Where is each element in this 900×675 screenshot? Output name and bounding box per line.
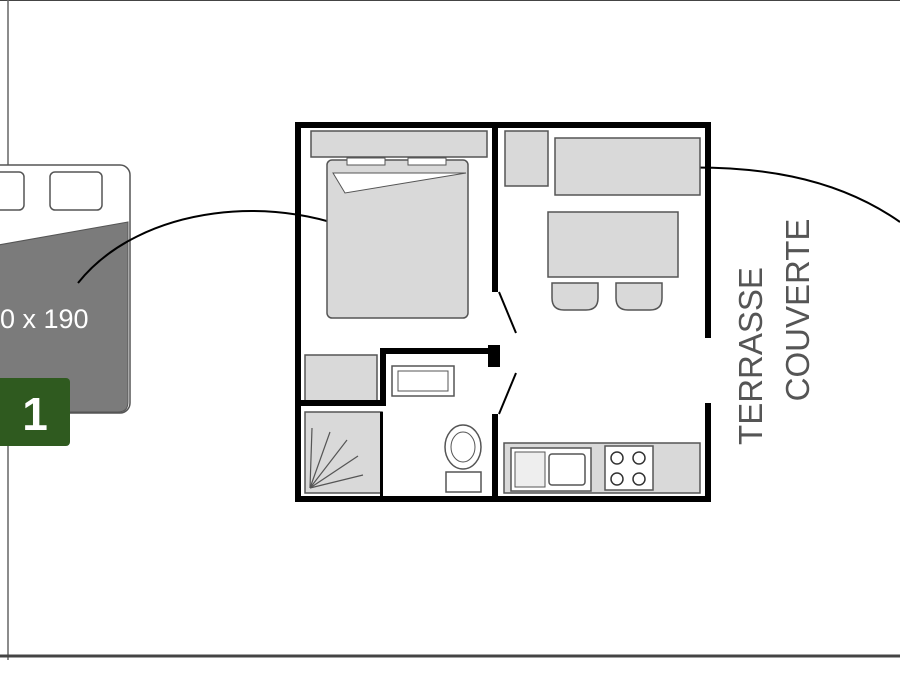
shower-tray: [304, 411, 383, 494]
walls: [295, 122, 711, 502]
washbasin-bowl: [397, 370, 449, 392]
bathroom-cabinet: [304, 354, 378, 404]
bed-duvet-fold: [332, 172, 467, 194]
door-swings: [498, 291, 517, 415]
kitchen-counter: [554, 137, 701, 196]
bed-callout-pillow: [0, 171, 25, 211]
hob-burner: [632, 472, 646, 486]
hob-burner: [632, 451, 646, 465]
bed-number-badge: [0, 378, 70, 446]
storage-cabinet: [504, 130, 549, 187]
hob-burner: [610, 472, 624, 486]
shower-spray-lines: [309, 427, 364, 489]
bedroom-bed: [326, 159, 469, 319]
unit-floor-plan: [295, 122, 711, 502]
toilet-seat: [450, 431, 476, 463]
dining-chair: [551, 282, 599, 311]
bed-callout-duvet: [0, 221, 129, 413]
hob-burner: [610, 451, 624, 465]
bed-callout: 0 x 190 1: [0, 164, 131, 446]
sink-drainer: [514, 451, 546, 488]
dining-table: [547, 211, 679, 278]
bed-number-badge-label: 1: [22, 388, 48, 440]
dining-chair: [615, 282, 663, 311]
bed-size-label: 0 x 190: [0, 304, 89, 334]
bedroom-wardrobe: [310, 130, 488, 158]
sink-basin: [548, 453, 586, 486]
terrace-label-line1: TERRASSE: [732, 267, 769, 445]
toilet-cistern: [445, 471, 482, 493]
terrace-label-line2: COUVERTE: [779, 219, 816, 402]
bed-pillow: [346, 157, 386, 166]
bed-pillow: [407, 157, 447, 166]
bed-callout-pillow: [49, 171, 103, 211]
